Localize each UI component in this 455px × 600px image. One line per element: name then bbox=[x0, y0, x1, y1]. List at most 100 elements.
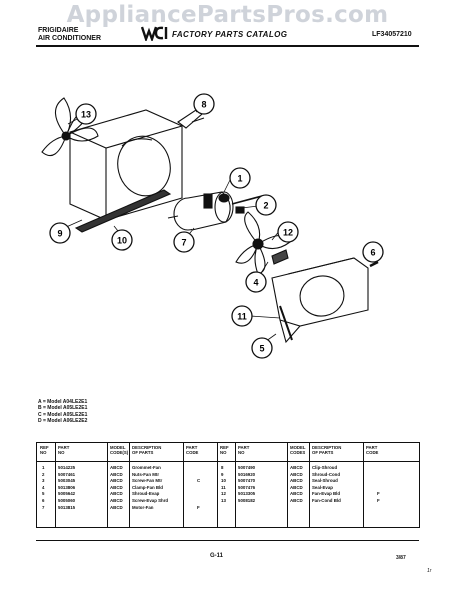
table-cell: Screw-Fan Mtr bbox=[132, 478, 163, 484]
svg-text:10: 10 bbox=[117, 236, 127, 246]
table-cell: Clip-Shroud bbox=[312, 465, 338, 470]
table-cell: ABCD bbox=[290, 498, 303, 503]
table-cell: 2 bbox=[42, 471, 45, 477]
table-cell: ABCD bbox=[110, 471, 123, 477]
legend-item: D = Model A06LE2E2 bbox=[38, 417, 88, 424]
footer-rule bbox=[36, 540, 419, 541]
svg-text:1: 1 bbox=[237, 174, 242, 184]
catalog-title: FACTORY PARTS CATALOG bbox=[172, 30, 288, 39]
column-divider bbox=[55, 443, 56, 527]
table-cell: ABCD bbox=[290, 484, 303, 490]
column-divider bbox=[287, 443, 288, 527]
callout-7: 7 bbox=[173, 231, 195, 253]
legend-item: A = Model A04LE2E1 bbox=[38, 399, 88, 405]
table-cell: F bbox=[377, 498, 380, 503]
model-legend: A = Model A04LE2E1 B = Model A05LE2E1 C … bbox=[38, 399, 87, 424]
table-cell: 5005060 bbox=[58, 498, 76, 503]
callout-9: 9 bbox=[49, 222, 71, 244]
table-cell: 11 bbox=[221, 484, 226, 490]
parts-table-header bbox=[37, 443, 419, 462]
fan-motor bbox=[167, 191, 263, 231]
table-cell: Shroud-Evap bbox=[132, 491, 160, 497]
table-cell: 5007461 bbox=[58, 471, 76, 477]
table-cell: ABCD bbox=[110, 498, 123, 503]
callout-5: 5 bbox=[251, 337, 273, 359]
callout-6: 6 bbox=[362, 241, 384, 263]
legend-item: C = Model A05LE2E1 bbox=[38, 411, 88, 418]
table-cell: 5013305 bbox=[238, 491, 256, 497]
exploded-parts-diagram: 13 8 1 2 9 10 7 12 6 4 11 5 bbox=[41, 93, 384, 359]
callout-13: 13 bbox=[75, 103, 97, 125]
table-cell: 6 bbox=[42, 498, 45, 503]
svg-text:6: 6 bbox=[370, 248, 375, 258]
table-cell: 5008182 bbox=[238, 498, 256, 503]
svg-text:11: 11 bbox=[237, 312, 247, 322]
table-row: 6 5005060 ABCD Screw-Evap Shrd 13 5008182 ABCD… bbox=[37, 498, 419, 505]
table-cell: 4 bbox=[42, 484, 45, 490]
grommet bbox=[218, 193, 230, 203]
svg-text:7: 7 bbox=[181, 238, 186, 248]
column-divider bbox=[107, 443, 108, 527]
table-cell: F bbox=[377, 491, 380, 497]
table-cell: 5003045 bbox=[58, 478, 76, 484]
table-cell: 10 bbox=[221, 478, 226, 484]
table-cell: 3 bbox=[42, 478, 45, 484]
table-cell: ABCD bbox=[110, 491, 123, 497]
table-cell: 8 bbox=[221, 465, 224, 470]
table-cell: ABCD bbox=[290, 491, 303, 497]
table-cell: ABCD bbox=[110, 465, 123, 470]
evap-seal bbox=[279, 305, 293, 341]
header-rule bbox=[36, 45, 419, 47]
table-cell: ABCD bbox=[110, 484, 123, 490]
column-divider bbox=[129, 443, 130, 527]
wci-logo-icon bbox=[141, 26, 168, 41]
column-divider bbox=[183, 443, 184, 527]
callout-2: 2 bbox=[255, 194, 277, 216]
fan-motor-nut bbox=[235, 206, 245, 214]
column-divider bbox=[217, 443, 218, 527]
table-cell: 5007490 bbox=[238, 465, 256, 470]
page-number: G-11 bbox=[210, 553, 224, 559]
callout-12: 12 bbox=[277, 221, 299, 243]
svg-text:9: 9 bbox=[57, 229, 62, 239]
table-cell: Screw-Evap Shrd bbox=[132, 498, 169, 503]
svg-text:4: 4 bbox=[253, 278, 258, 288]
table-cell: ABCD bbox=[290, 465, 303, 470]
legend-item: B = Model A05LE2E1 bbox=[38, 405, 88, 412]
table-cell: 5005642 bbox=[58, 491, 76, 497]
table-cell: Fan-Evap Bld bbox=[312, 491, 341, 497]
table-cell: 7 bbox=[42, 504, 45, 510]
table-cell: 5007476 bbox=[238, 484, 256, 490]
callout-11: 11 bbox=[231, 305, 253, 327]
column-divider bbox=[363, 443, 364, 527]
callout-4: 4 bbox=[245, 271, 267, 293]
svg-text:12: 12 bbox=[283, 228, 293, 238]
revision-date: 3/87 bbox=[396, 555, 406, 561]
table-cell: 13 bbox=[221, 498, 226, 503]
svg-text:8: 8 bbox=[201, 100, 206, 110]
table-cell: 5 bbox=[42, 491, 45, 497]
column-divider bbox=[309, 443, 310, 527]
table-cell: 5014225 bbox=[58, 465, 76, 470]
table-cell: 12 bbox=[221, 491, 226, 497]
table-cell: Motor-Fan bbox=[132, 504, 154, 510]
callout-8: 8 bbox=[193, 93, 215, 115]
watermark: AppliancePartsPros.com bbox=[66, 2, 389, 28]
svg-text:2: 2 bbox=[263, 201, 268, 211]
callout-10: 10 bbox=[111, 229, 133, 251]
condenser-shroud bbox=[69, 109, 183, 221]
table-cell: 5016920 bbox=[238, 471, 256, 477]
